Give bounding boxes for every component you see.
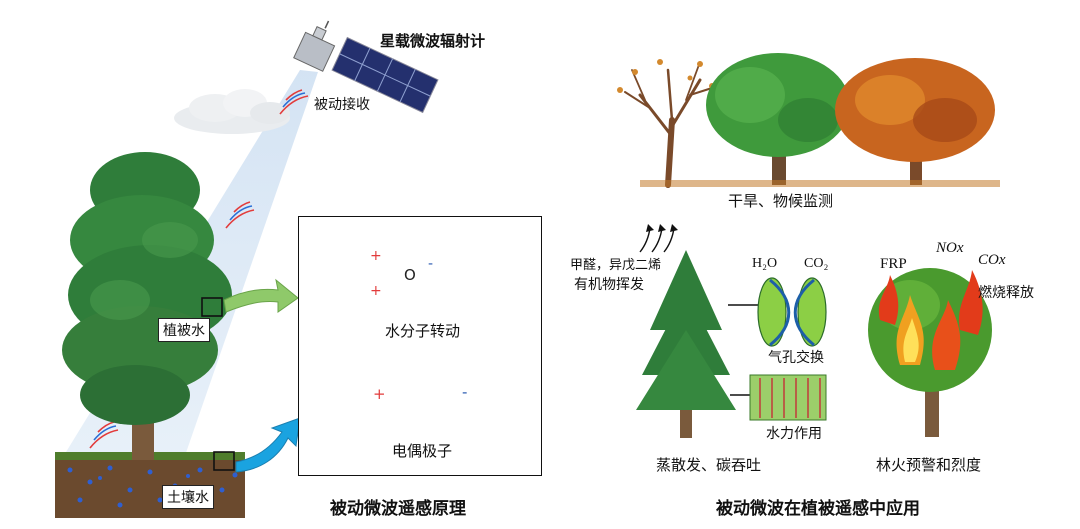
bare-tree-icon [624,61,713,188]
cloud-icon [174,89,290,134]
principle-panel [298,216,542,476]
xylem-icon [749,374,827,421]
cox-label: COx [978,252,1006,268]
water-rotation-label: 水分子转动 [385,322,461,340]
frp-label: FRP [880,256,907,272]
big-tree-icon [62,152,232,460]
oxygen-symbol: O [404,266,416,284]
green-arrow-icon [223,278,299,313]
conifer-tree-icon [636,250,736,438]
hydraulic-label: 水力作用 [766,426,822,442]
fire-tree-icon [868,268,992,437]
h2o-label: H₂O [752,256,778,271]
wave-icon [279,89,309,115]
hydrogen-symbol: H [381,284,390,297]
fire-label: 林火预警和烈度 [876,456,982,474]
satellite-label: 星载微波辐射计 [380,32,486,50]
vegetation-marker [201,297,223,317]
drought-label: 干旱、物候监测 [728,192,834,210]
plus-sign: + [370,283,382,299]
plus-sign: + [370,248,382,264]
stomata-label: 气孔交换 [768,350,824,366]
minus-sign: - [462,383,468,401]
nox-label: NOx [936,240,964,256]
stomata-icon [757,277,827,347]
leaf-litter [640,180,1000,187]
voc-label-2: 有机物挥发 [574,277,644,293]
vegetation-water-label: 植被水 [158,318,210,342]
soil-block [55,452,245,518]
burn-label: 燃烧释放 [978,285,1034,301]
receive-label: 被动接收 [314,97,370,113]
minus-sign: - [428,256,434,272]
transpiration-label: 蒸散发、碳吞吐 [656,456,762,474]
dipole-label: 电偶极子 [392,442,453,460]
left-caption: 被动微波遥感原理 [330,499,466,519]
soil-water-label: 土壤水 [162,485,214,509]
soil-marker [213,451,235,471]
hydrogen-symbol: H [381,249,390,262]
blue-arrow-icon [235,417,301,473]
green-tree-icon [706,53,850,185]
wave-icon [225,201,255,229]
plus-sign: + [373,385,386,403]
co2-label: CO₂ [804,256,829,271]
right-caption: 被动微波在植被遥感中应用 [716,499,920,519]
satellite-icon [293,20,439,114]
voc-arrows-icon [639,227,675,253]
voc-label: 甲醛，异戊二烯 [570,258,662,273]
autumn-tree-icon [835,58,995,185]
